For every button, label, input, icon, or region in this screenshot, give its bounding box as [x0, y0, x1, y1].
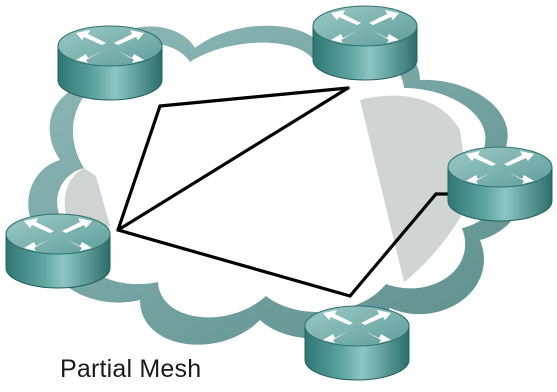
router-left: [5, 213, 111, 289]
router-icon: [312, 5, 418, 81]
link-left-bottom: [116, 228, 352, 298]
link-topleft-left: [116, 104, 162, 232]
cloud-shadow-right: [360, 95, 470, 282]
router-top-right: [312, 5, 418, 81]
link-left-topright: [116, 86, 350, 232]
router-icon: [57, 25, 163, 101]
router-right: [447, 146, 553, 222]
router-icon: [447, 146, 553, 222]
router-bottom: [304, 305, 410, 381]
router-icon: [5, 213, 111, 289]
diagram-caption: Partial Mesh: [60, 355, 202, 383]
router-top-left: [57, 25, 163, 101]
link-topleft-topright: [158, 86, 350, 108]
router-icon: [304, 305, 410, 381]
